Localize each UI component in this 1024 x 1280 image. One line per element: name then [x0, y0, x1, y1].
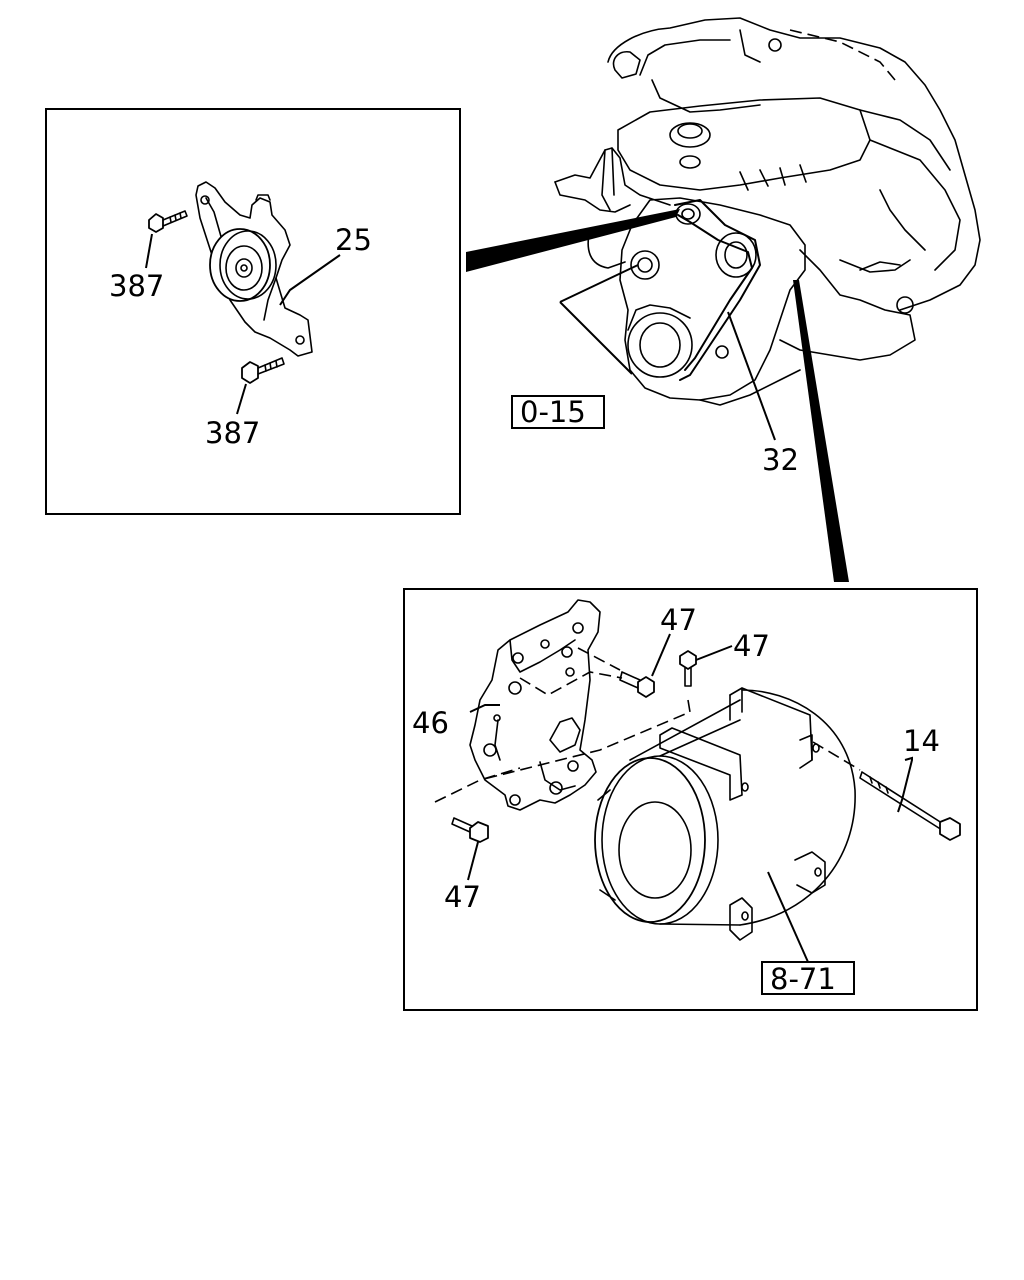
callout-387-top: 387 — [109, 269, 164, 303]
tensioner-assembly — [145, 181, 341, 415]
callout-47-a: 47 — [660, 603, 697, 637]
leader-wedge-tensioner — [466, 209, 680, 272]
callout-47-c: 47 — [444, 880, 481, 914]
ref-box-compressor — [761, 961, 855, 995]
callout-47-b: 47 — [733, 629, 770, 663]
leader-wedge-compressor — [793, 280, 849, 582]
callout-8-71: 8-71 — [770, 962, 836, 996]
ac-compressor — [594, 687, 856, 941]
callout-25: 25 — [335, 223, 372, 257]
bolt-icon — [859, 771, 961, 841]
inset-frame-compressor — [403, 588, 978, 1011]
callout-46: 46 — [412, 706, 449, 740]
engine-block — [554, 17, 981, 406]
callout-0-15: 0-15 — [520, 395, 586, 429]
callout-32: 32 — [762, 443, 799, 477]
callout-387-bottom: 387 — [205, 416, 260, 450]
bolt-icon — [679, 650, 697, 687]
callout-14: 14 — [903, 724, 940, 758]
inset-frame-tensioner — [45, 108, 461, 515]
bolt-icon — [241, 357, 285, 384]
ref-box-engine — [511, 395, 605, 429]
bolt-icon — [619, 671, 655, 698]
bolt-icon — [148, 210, 188, 233]
bolt-icon — [451, 817, 489, 843]
compressor-bracket — [469, 599, 601, 811]
